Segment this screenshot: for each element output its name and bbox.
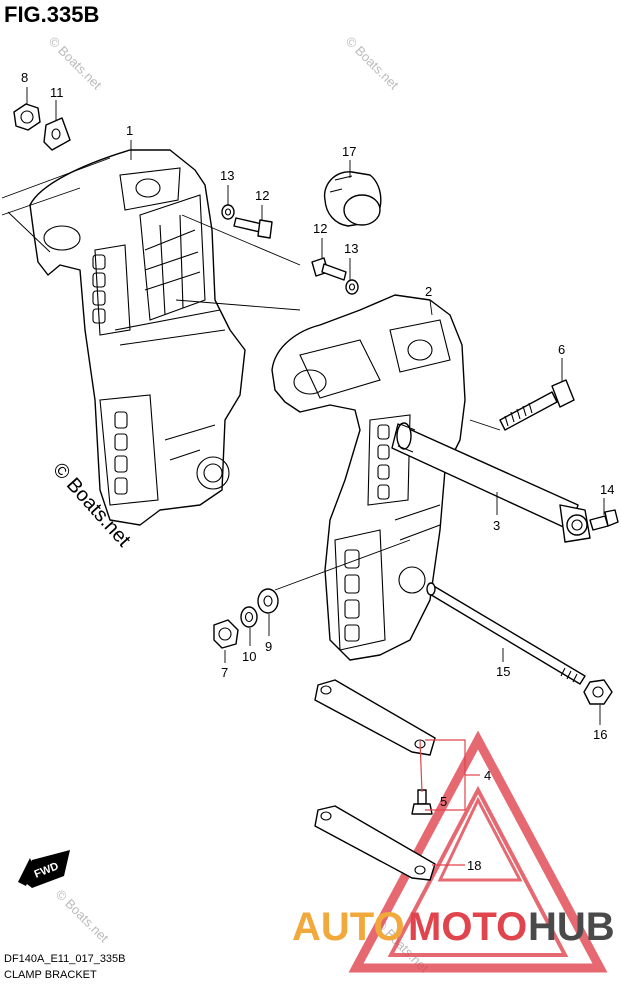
plate-washer-11 [43, 117, 71, 151]
washer-9 [257, 588, 279, 614]
clamp-bracket-left [29, 149, 246, 526]
callout-16: 16 [593, 727, 607, 742]
washer-13-upper [221, 204, 235, 220]
callout-1: 1 [126, 123, 133, 138]
watermark-2: © Boats.net [343, 34, 402, 93]
figure-title: FIG.335B [4, 2, 99, 27]
callout-18: 18 [467, 858, 481, 873]
brand-part-3: HUB [528, 905, 615, 949]
callout-4: 4 [484, 768, 491, 783]
watermark-1: © Boats.net [46, 34, 105, 93]
nut-7 [213, 619, 239, 649]
nut-16 [583, 679, 613, 705]
callout-6: 6 [558, 342, 565, 357]
figure-code: DF140A_E11_017_335B [4, 953, 126, 965]
fwd-arrow: FWD [18, 850, 70, 888]
washer-10 [240, 606, 258, 628]
callout-13-lower: 13 [344, 241, 358, 256]
brand-logo-text: AUTO MOTO HUB [292, 905, 615, 949]
tilt-tube [391, 422, 591, 543]
callout-8: 8 [21, 70, 28, 85]
callout-7: 7 [221, 665, 228, 680]
callout-5: 5 [440, 794, 447, 809]
callout-17: 17 [342, 144, 356, 159]
callout-12-upper: 12 [255, 188, 269, 203]
bolt-12-lower [311, 257, 347, 281]
nut-8 [13, 103, 41, 131]
bolt-12-upper [233, 217, 273, 239]
callout-15: 15 [496, 664, 510, 679]
callout-14: 14 [600, 482, 614, 497]
clamp-bracket-right [271, 294, 466, 661]
callouts: 8 11 1 13 12 17 12 13 2 6 14 3 15 16 7 1… [21, 70, 614, 873]
spacer-plate-upper [314, 679, 436, 756]
callout-10: 10 [242, 649, 256, 664]
long-bolt-15 [426, 582, 586, 685]
callout-13-upper: 13 [220, 168, 234, 183]
brand-part-1: AUTO [292, 905, 405, 949]
leader-lines [1, 87, 605, 866]
brand-part-2: MOTO [408, 905, 527, 949]
spacer-plate-lower [314, 805, 436, 881]
watermark-4: © Boats.net [53, 887, 112, 946]
callout-9: 9 [265, 639, 272, 654]
washer-13-lower [345, 279, 359, 295]
bolt-6 [499, 379, 575, 431]
bolt-14 [589, 509, 619, 531]
callout-3: 3 [493, 518, 500, 533]
callout-12-lower: 12 [313, 221, 327, 236]
callout-11: 11 [50, 85, 64, 100]
callout-2: 2 [425, 284, 432, 299]
cap-17 [323, 171, 382, 227]
figure-name: CLAMP BRACKET [4, 969, 97, 981]
